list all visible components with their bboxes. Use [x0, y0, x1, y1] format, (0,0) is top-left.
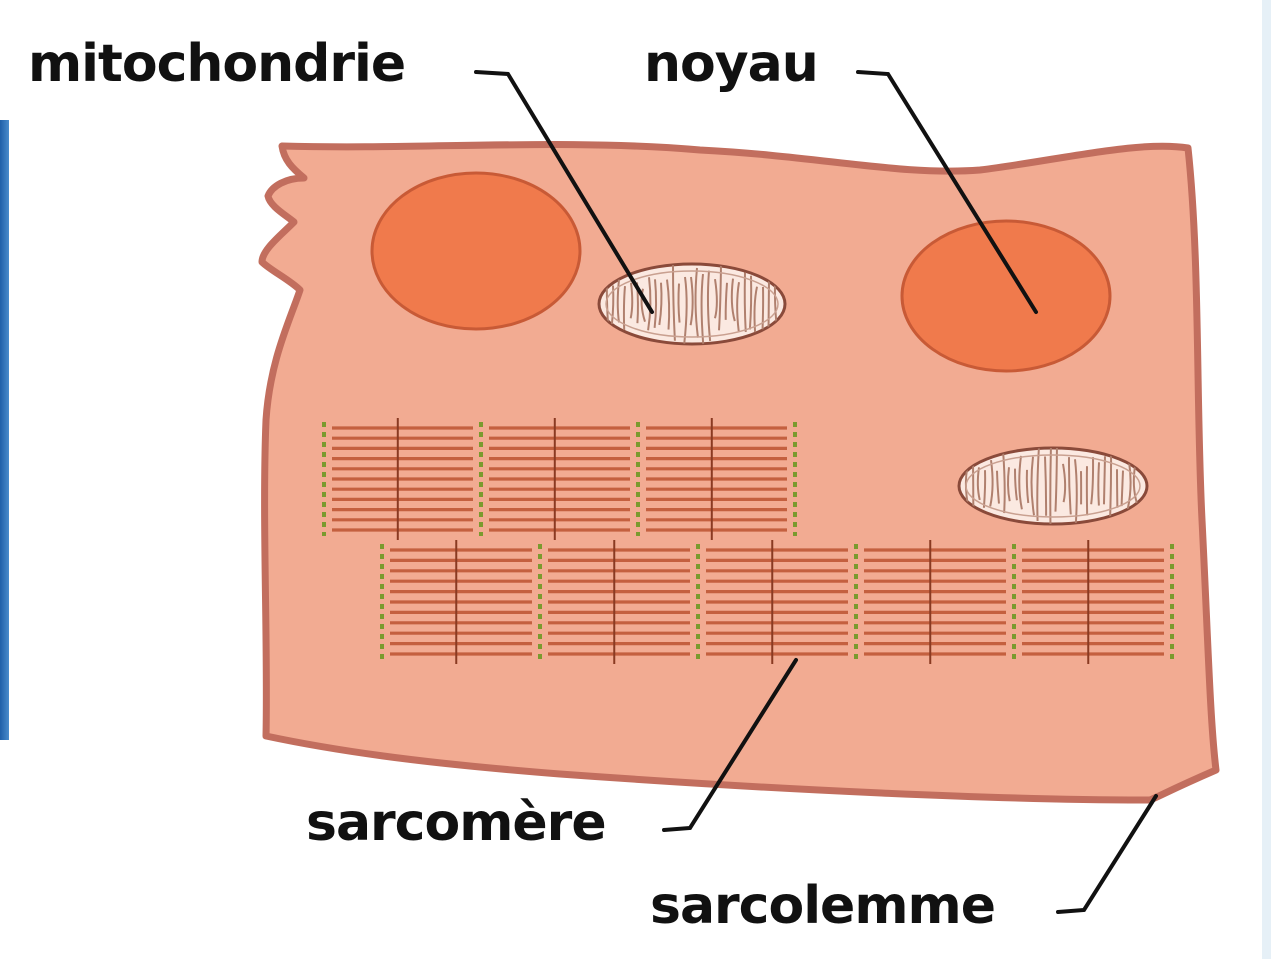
label-mitochondrie: mitochondrie — [28, 38, 405, 90]
mitochondrion-crista — [1104, 456, 1105, 504]
leader-line-sarcolemme — [1058, 796, 1156, 912]
right-edge-strip — [1262, 0, 1271, 959]
mitochondrion-crista — [1045, 457, 1046, 516]
nucleus-left — [372, 173, 580, 329]
mitochondrion-crista — [624, 286, 625, 330]
mitochondrion-crista — [745, 272, 746, 331]
label-sarcomere: sarcomère — [306, 797, 606, 849]
mitochondrion-crista — [678, 284, 679, 323]
nucleus-right — [902, 221, 1110, 371]
label-noyau: noyau — [644, 38, 818, 90]
mitochondrion-crista — [1098, 462, 1099, 505]
label-sarcolemme: sarcolemme — [650, 880, 995, 932]
left-edge-strip — [0, 120, 9, 740]
